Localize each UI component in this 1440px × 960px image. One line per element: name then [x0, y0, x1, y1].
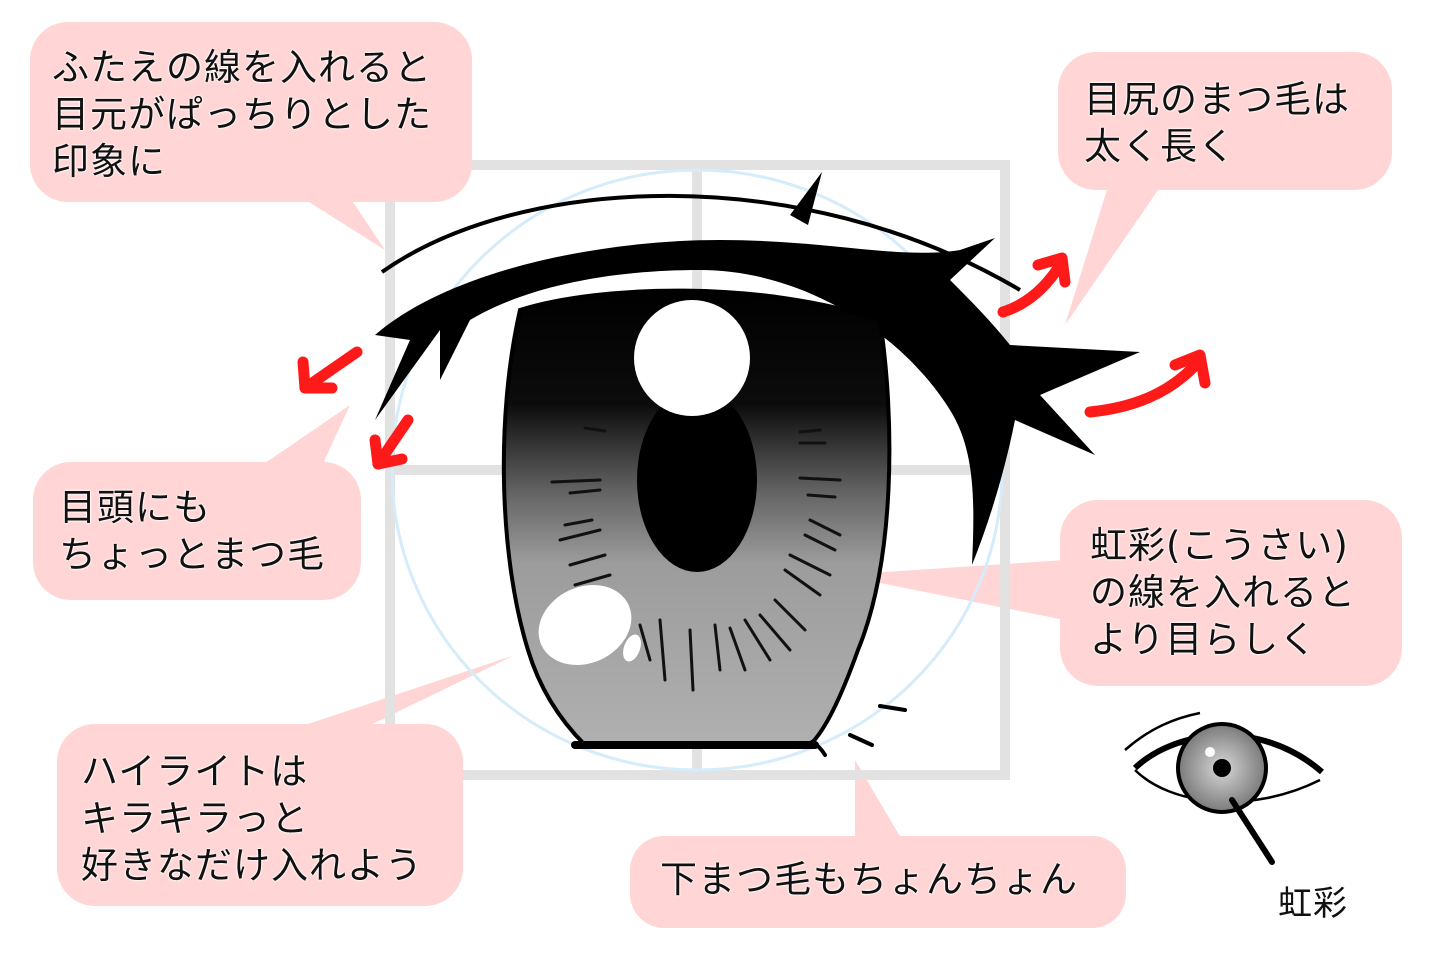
bubble-text-line: キラキラっと: [81, 797, 309, 840]
bubble-text-line: 目尻のまつ毛は: [1084, 78, 1350, 121]
outer-lash-arrow-lower: [1084, 349, 1211, 418]
reference-eye-caption: 虹彩: [1278, 884, 1348, 924]
upper-eyelash-spike: [790, 172, 822, 225]
bubble-lower-lashes: 下まつ毛もちょんちょん: [630, 836, 1126, 928]
outer-lash-arrow-upper: [997, 252, 1071, 318]
inner-lash-arrow-lower: [369, 414, 414, 470]
bubble-double-eyelid: ふたえの線を入れると 目元がぱっちりとした 印象に: [30, 22, 472, 202]
upper-eyelash: [375, 238, 1140, 565]
bubble-text-line: 下まつ毛もちょんちょん: [660, 858, 1078, 901]
bubble-outer-lashes: 目尻のまつ毛は 太く長く: [1058, 52, 1392, 190]
bubble-text-line: 好きなだけ入れよう: [81, 844, 423, 887]
direction-arrows: [297, 252, 1211, 470]
bubble-text-line: より目らしく: [1090, 618, 1318, 661]
main-highlight: [634, 300, 750, 416]
reference-eye: [1124, 711, 1324, 865]
lower-lashes: [810, 704, 907, 757]
pupil: [637, 388, 757, 572]
reference-leader-line: [1229, 797, 1275, 865]
bubble-text-line: ふたえの線を入れると: [52, 46, 432, 89]
inner-lash-arrow-upper: [297, 346, 363, 394]
bubble-inner-lashes: 目頭にも ちょっとまつ毛: [33, 462, 361, 600]
bubble-text-line: の線を入れると: [1090, 571, 1356, 614]
bubble-text-line: ハイライトは: [81, 750, 309, 793]
bubble-text-line: 目元がぱっちりとした: [52, 93, 432, 136]
bubble-text-line: 太く長く: [1084, 125, 1236, 168]
double-eyelid-line: [380, 193, 1022, 292]
bubble-highlight: ハイライトは キラキラっと 好きなだけ入れよう: [57, 724, 463, 906]
bubble-iris-lines: 虹彩(こうさい) の線を入れると より目らしく: [1060, 500, 1402, 686]
tiny-highlight: [623, 634, 641, 662]
iris-lines: [550, 426, 842, 692]
bubble-text-line: 虹彩(こうさい): [1090, 524, 1349, 567]
bubble-text-line: 印象に: [52, 140, 166, 183]
sub-highlight: [538, 585, 632, 665]
bubble-text-line: ちょっとまつ毛: [59, 533, 325, 576]
bubble-text-line: 目頭にも: [59, 486, 211, 529]
